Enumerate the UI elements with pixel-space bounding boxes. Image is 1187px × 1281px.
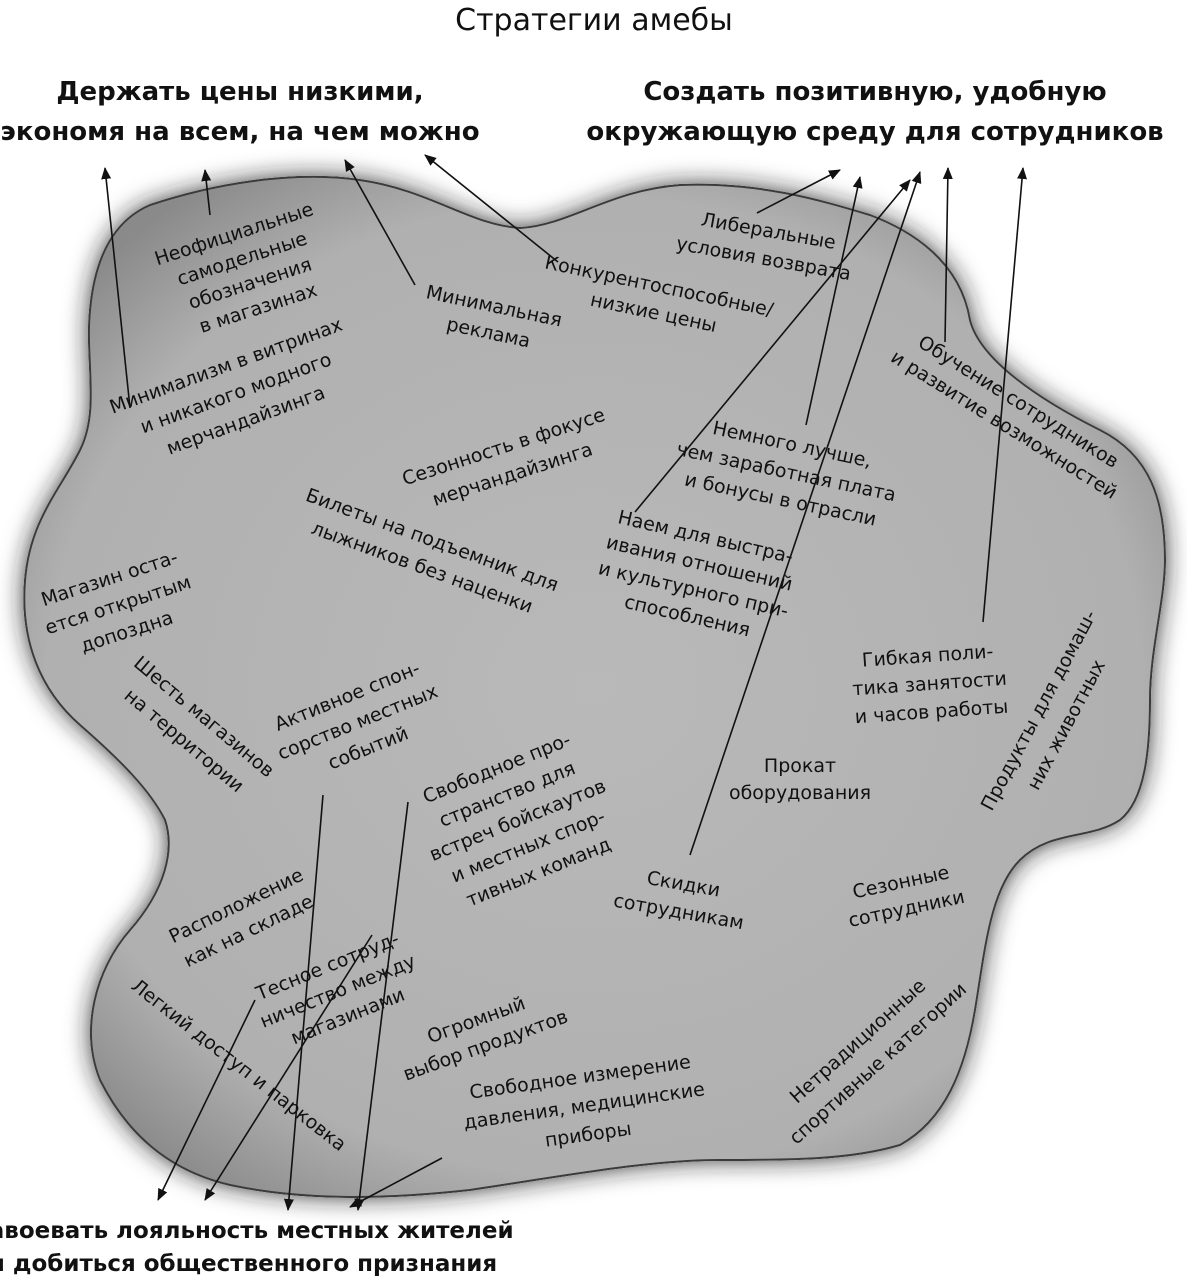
arrow-pay-to-environment (805, 176, 863, 426)
arrow-flexible-to-environment (982, 167, 1028, 623)
strategy-line: оборудования (729, 782, 871, 804)
goal-line: Держать цены низкими, (56, 77, 423, 107)
arrow-pressure-to-loyalty (349, 1157, 443, 1208)
arrow-access-to-loyalty (157, 999, 256, 1201)
arrow-space-to-loyalty (354, 801, 409, 1211)
arrow-training-to-environment (942, 167, 953, 343)
arrow-returns-to-environment (756, 169, 841, 214)
strategy-line: Прокат (764, 755, 836, 777)
arrow-prices-to-low-prices (424, 154, 559, 263)
arrow-sponsorship-to-loyalty (283, 794, 324, 1211)
goal-line: окружающую среду для сотрудников (586, 117, 1163, 147)
arrow-signs-to-low-prices (201, 169, 212, 216)
goal-line: и добиться общественного признания (0, 1251, 497, 1276)
arrow-windows-to-low-prices (101, 167, 131, 409)
goal-line: Создать позитивную, удобную (643, 77, 1106, 107)
arrow-discounts-to-environment (689, 171, 922, 856)
goal-line: Завоевать лояльность местных жителей (0, 1218, 514, 1244)
arrow-layer (101, 154, 1028, 1211)
arrow-coop-to-loyalty (204, 934, 373, 1201)
arrow-ads-to-low-prices (344, 159, 416, 286)
goal-loyalty: Завоевать лояльность местных жителей и до… (0, 1218, 514, 1276)
goal-line: экономя на всем, на чем можно (0, 117, 479, 147)
amoeba-blob (23, 175, 1167, 1198)
strategy-flexible-hours: Гибкая поли-тика занятостии часов работы (850, 640, 1010, 729)
arrow-hiring-to-environment (634, 179, 911, 513)
goal-low-prices: Держать цены низкими, экономя на всем, на… (0, 77, 479, 147)
diagram-title: Стратегии амебы (455, 3, 733, 38)
goal-environment: Создать позитивную, удобную окружающую ср… (586, 77, 1163, 147)
strategy-rental: Прокат оборудования (729, 755, 871, 804)
